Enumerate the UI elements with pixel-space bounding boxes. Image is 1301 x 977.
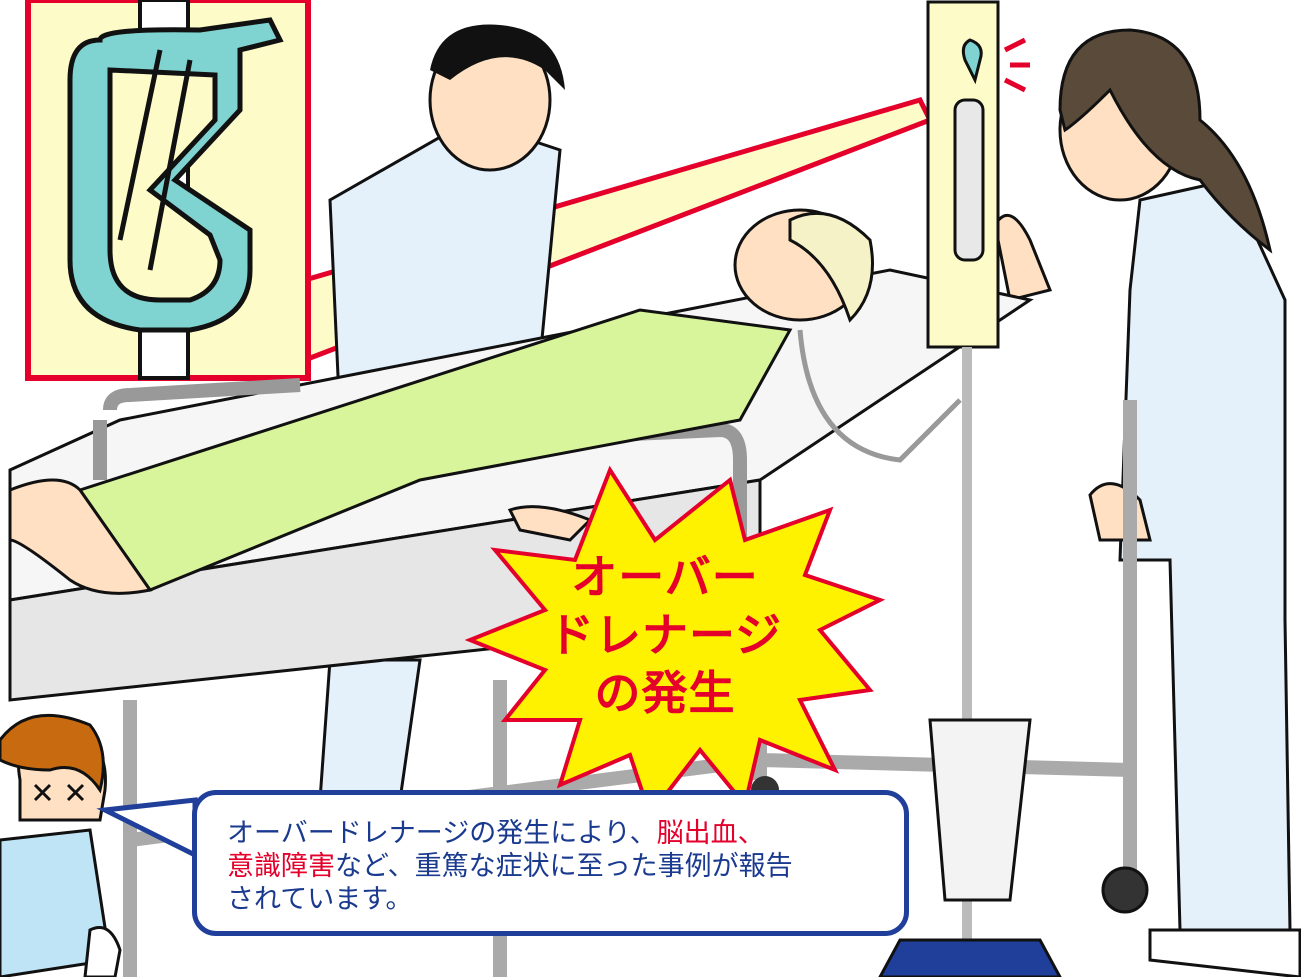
drainage-device	[797, 0, 1062, 977]
callout-text-3: されています。	[227, 884, 413, 915]
alert-marks	[1003, 37, 1030, 93]
female-nurse	[993, 28, 1301, 977]
callout-text-2: など、重篤な症状に至った事例が報告	[335, 851, 793, 882]
patient	[8, 208, 874, 595]
warning-callout: オーバードレナージの発生により、脳出血、 意識障害など、重篤な症状に至った事例が…	[192, 790, 909, 936]
overdrainage-burst-text: オーバー ドレナージ の発生	[520, 548, 810, 722]
burst-line-2: ドレナージ	[547, 608, 783, 662]
burst-line-3: の発生	[594, 666, 736, 720]
callout-text-1: オーバードレナージの発生により、	[227, 818, 657, 849]
callout-highlight-hemorrhage: 脳出血、	[656, 818, 765, 849]
callout-tail	[96, 797, 198, 860]
male-nurse	[318, 24, 565, 802]
narrator-nurse	[0, 713, 122, 977]
burst-line-1: オーバー	[571, 550, 759, 604]
callout-highlight-consciousness: 意識障害	[227, 851, 335, 882]
